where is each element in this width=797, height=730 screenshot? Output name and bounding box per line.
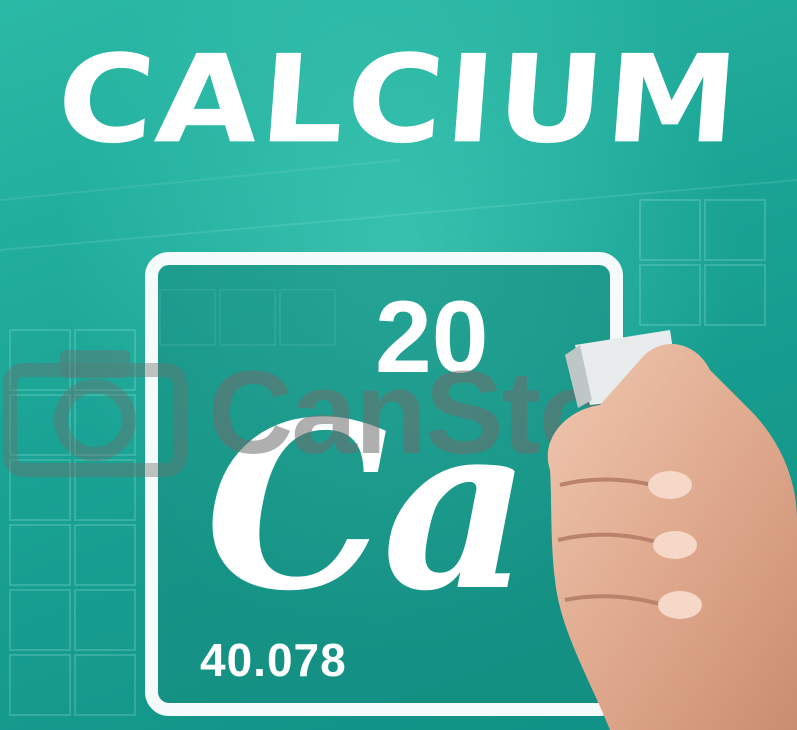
element-tile	[145, 252, 623, 716]
hand-with-marker	[547, 330, 797, 730]
atomic-mass: 40.078	[200, 634, 347, 686]
element-symbol: Ca	[205, 372, 531, 642]
camera-icon	[3, 350, 187, 477]
element-name-title: CALCIUM	[52, 29, 745, 171]
atomic-number: 20	[375, 280, 489, 394]
